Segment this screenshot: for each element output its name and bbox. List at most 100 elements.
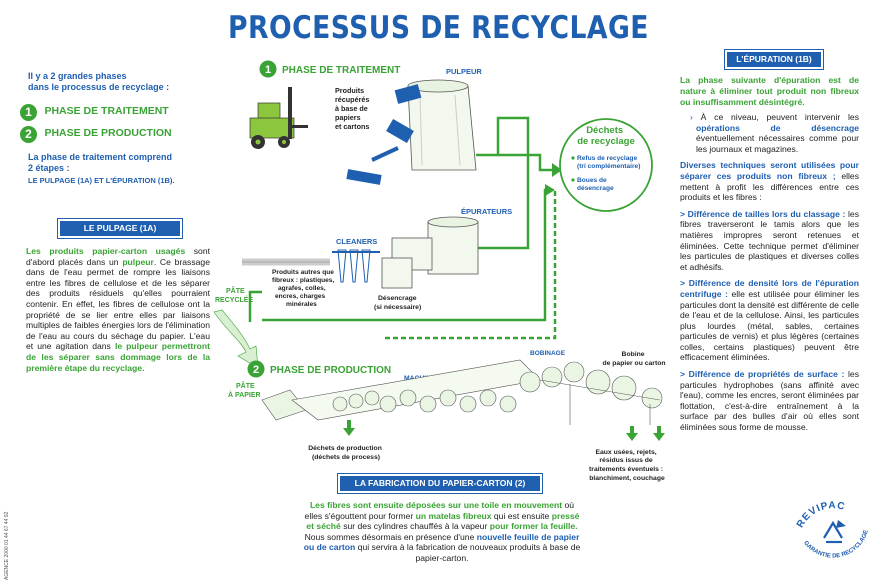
fabrication-highlight-5: nouvelle feuille de papier ou de carton — [303, 531, 580, 553]
diagram-phase2-label: PHASE DE PRODUCTION — [270, 365, 391, 376]
intro-steps-line2: 2 étapes : — [28, 163, 70, 173]
epuration-diff2-highlight: > Différence de densité lors de l'épurat… — [680, 278, 859, 299]
pulpage-text-2: . Ce brassage dans de l'eau permet de ro… — [26, 256, 210, 352]
bobinage-label: BOBINAGE — [530, 350, 566, 357]
epurateurs-tanks — [381, 216, 479, 289]
diagram-phase1-label: PHASE DE TRAITEMENT — [282, 65, 400, 76]
pulpage-box-title: LE PULPAGE (1A) — [60, 221, 180, 236]
epuration-bullet-post: éventuellement nécessaires comme pour le… — [696, 133, 859, 154]
paper-machine — [261, 359, 663, 425]
dechets-item-line: désencrage — [577, 185, 614, 192]
eaux-usees-line: Eaux usées, rejets, — [595, 449, 656, 456]
dechets-production-line: (déchets de process) — [312, 454, 380, 461]
revipac-logo: REVIPAC GARANTIE DE RECYCLAGE — [795, 500, 870, 559]
intro-phase2: 2 PHASE DE PRODUCTION — [20, 125, 172, 143]
produits-autres-line: agrafes, colles, — [278, 285, 326, 292]
epuration-diff3-highlight: > Différence de propriétés de surface : — [680, 369, 845, 380]
bobine-line: Bobine — [622, 351, 645, 358]
arrow-down-icon — [626, 426, 638, 441]
curved-arrow-icon — [213, 309, 259, 369]
epuration-lead: La phase suivante d'épuration est de nat… — [680, 75, 859, 107]
fabrication-highlight-4: pour former la feuille. — [489, 521, 578, 532]
pulpage-highlight-1: Les produits papier-carton usagés — [26, 246, 186, 256]
page-title: PROCESSUS DE RECYCLAGE — [228, 10, 649, 46]
dechets-production-label: Déchets de production (déchets de proces… — [308, 445, 384, 461]
produits-autres-line: Produits autres que — [272, 269, 334, 276]
eaux-usees-line: résidus issus de — [599, 457, 652, 464]
eaux-usees-label: Eaux usées, rejets, résidus issus de tra… — [589, 449, 665, 482]
produits-autres-line: fibreux : plastiques, — [272, 277, 334, 284]
fabrication-text-4: Nous sommes désormais en présence d'une — [304, 531, 477, 542]
intro-heading: Il y a 2 grandes phases dans le processu… — [28, 71, 169, 93]
bullet-arrow-icon: › — [690, 112, 693, 122]
epuration-diff1-highlight: > Différence de tailles lors du classage… — [680, 208, 846, 219]
intro-phase1: 1 PHASE DE TRAITEMENT — [20, 103, 169, 121]
bobine-label: Bobine de papier ou carton — [602, 351, 665, 367]
fabrication-text: Les fibres sont ensuite déposées sur une… — [300, 500, 584, 564]
intro-steps-line1: La phase de traitement comprend — [28, 152, 173, 162]
produits-recuperes-line: papiers — [335, 113, 361, 122]
produits-autres-line: minérales — [286, 301, 317, 308]
intro-steps-line3: LE PULPAGE (1A) ET L'ÉPURATION (1B). — [28, 176, 175, 185]
epuration-diff1: > Différence de tailles lors du classage… — [680, 209, 859, 273]
pulpage-text-1: sont d'abord placés dans un — [26, 246, 211, 267]
produits-autres-line: encres, charges — [275, 293, 326, 300]
pate-recyclee-label: PÂTE RECYCLÉE — [215, 286, 253, 304]
flow-pulpeur-to-epurateurs — [476, 116, 530, 250]
pate-recyclee-line: PÂTE — [226, 286, 245, 295]
flow-refus-to-dechets — [498, 153, 552, 172]
phase1-number: 1 — [20, 104, 37, 121]
diagram-phase1-number: 1 — [265, 64, 271, 76]
produits-recuperes-line: récupérés — [335, 95, 369, 104]
fabrication-box-title: LA FABRICATION DU PAPIER-CARTON (2) — [340, 476, 540, 491]
diagram-phase1-header: 1 PHASE DE TRAITEMENT — [259, 60, 400, 78]
dechets-item-boues: Boues de désencrage — [577, 177, 614, 192]
pate-a-papier-label: PÂTE À PAPIER — [228, 381, 261, 399]
pulpage-highlight-2: pulpeur — [122, 256, 154, 267]
epuration-text: La phase suivante d'épuration est de nat… — [680, 75, 859, 433]
flow-cleaners-left — [248, 290, 262, 322]
arrow-down-icon — [343, 420, 355, 436]
fabrication-text-3: sur des cylindres chauffés à la vapeur — [340, 521, 490, 532]
epuration-diverses-highlight: Diverses techniques seront utilisées pou… — [680, 160, 859, 181]
diagram-phase2-header: 2 PHASE DE PRODUCTION — [247, 360, 391, 378]
epuration-bullet: › À ce niveau, peuvent intervenir les op… — [680, 112, 859, 154]
pulpeur-label: PULPEUR — [446, 67, 482, 76]
pate-papier-line: PÂTE — [236, 381, 255, 390]
dechets-item-line: (tri complémentaire) — [577, 163, 640, 170]
epuration-diff3-text: les particules hydrophobes (sans affinit… — [680, 369, 860, 433]
intro-steps: La phase de traitement comprend 2 étapes… — [28, 152, 175, 186]
forklift-icon — [249, 87, 308, 149]
fabrication-highlight-2: un matelas fibreux — [415, 510, 492, 521]
produits-recuperes-line: à base de — [335, 104, 368, 113]
desencrage-label: Désencrage (si nécessaire) — [374, 295, 421, 311]
intro-phase1-label: PHASE DE TRAITEMENT — [44, 105, 169, 117]
pate-papier-line: À PAPIER — [228, 390, 261, 399]
epuration-diff1-text: les fibres traverseront le tamis alors q… — [680, 208, 860, 272]
dechets-recyclage-circle: Déchets de recyclage Refus de recyclage … — [559, 118, 653, 212]
epuration-bullet-highlight: opérations de désencrage — [696, 122, 859, 133]
epuration-bullet-pre: À ce niveau, peuvent intervenir les — [700, 112, 859, 122]
epuration-diverses-text: elles mettent à profit les différences e… — [680, 170, 859, 203]
fabrication-text-1: où elles s'égouttent pour former — [304, 500, 575, 521]
epuration-diff2-text: elle est utilisée pour éliminer les part… — [680, 288, 859, 363]
phase2-number: 2 — [20, 126, 37, 143]
dechets-item-line: Boues de — [577, 177, 607, 184]
produits-autres-label: Produits autres que fibreux : plastiques… — [272, 269, 336, 308]
pulpage-highlight-3: le pulpeur permettront de les séparer sa… — [26, 341, 210, 373]
produits-recuperes-line: Produits — [335, 86, 364, 95]
recycle-icon — [823, 520, 846, 544]
diagram-phase1-circle — [259, 60, 277, 78]
dechets-item-refus: Refus de recyclage (tri complémentaire) — [577, 155, 640, 170]
pate-recyclee-line: RECYCLÉE — [215, 295, 253, 304]
intro-phase2-label: PHASE DE PRODUCTION — [44, 127, 172, 139]
produits-recuperes-line: et cartons — [335, 122, 369, 131]
dechets-production-line: Déchets de production — [308, 445, 382, 452]
arrow-to-dechets-icon — [552, 163, 562, 177]
intro-heading-line1: Il y a 2 grandes phases — [28, 71, 127, 81]
fabrication-highlight-1: Les fibres sont ensuite déposées sur une… — [309, 500, 563, 510]
fabrication-text-2: qui est ensuite — [491, 510, 552, 521]
epuration-diff3: > Différence de propriétés de surface : … — [680, 369, 859, 433]
cleaners-label: CLEANERS — [336, 237, 377, 246]
